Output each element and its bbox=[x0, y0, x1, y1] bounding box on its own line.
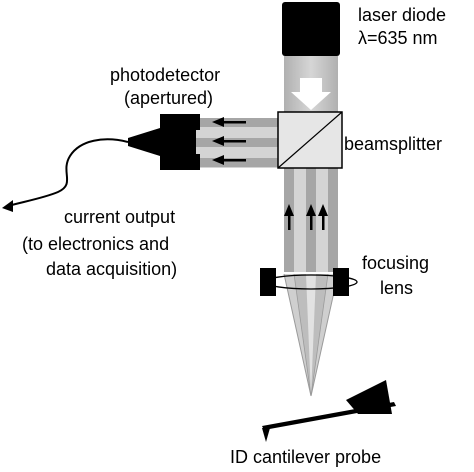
return-arrows bbox=[284, 204, 328, 230]
focusing-lens-label-line2: lens bbox=[380, 278, 414, 298]
photodetector-icon bbox=[128, 114, 200, 170]
current-output-cable bbox=[7, 138, 129, 207]
laser-label-line2: λ=635 nm bbox=[358, 28, 438, 48]
current-output-label-line2: (to electronics and bbox=[22, 234, 170, 254]
beamsplitter-label: beamsplitter bbox=[344, 134, 443, 154]
laser-label-line1: laser diode bbox=[358, 5, 447, 25]
left-arrows bbox=[212, 117, 246, 165]
cantilever-probe-icon bbox=[262, 380, 396, 442]
current-output-label-line1: current output bbox=[64, 207, 176, 227]
beamsplitter-cube-icon bbox=[277, 111, 343, 169]
laser-diode-icon bbox=[282, 2, 340, 56]
current-output-label-line3: data acquisition) bbox=[46, 259, 178, 279]
focusing-lens-icon bbox=[260, 268, 358, 296]
probe-label: ID cantilever probe bbox=[230, 447, 382, 467]
photodetector-label-line1: photodetector bbox=[110, 65, 221, 85]
incident-arrow bbox=[291, 78, 331, 110]
cable-arrowhead bbox=[2, 200, 13, 212]
focusing-lens-label-line1: focusing bbox=[362, 253, 430, 273]
focused-beam-cone bbox=[283, 273, 339, 397]
photodetector-label-line2: (apertured) bbox=[124, 88, 214, 108]
